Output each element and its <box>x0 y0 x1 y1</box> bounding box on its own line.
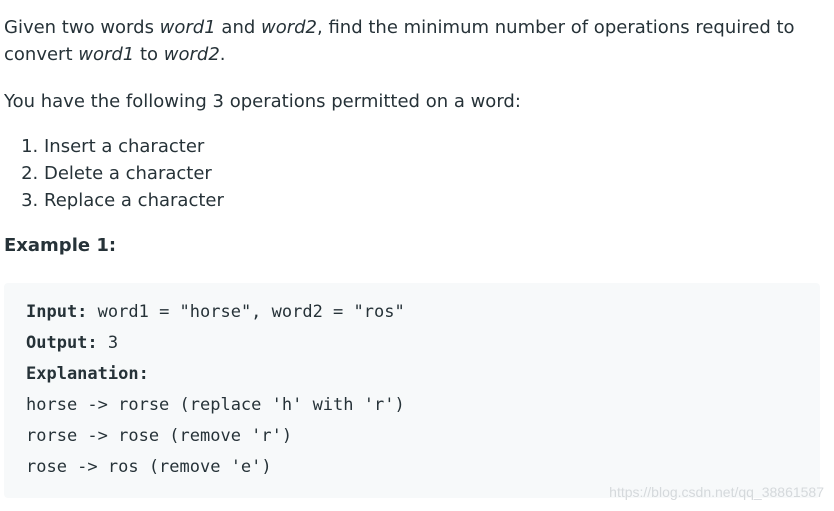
term-word1: word1 <box>78 44 135 65</box>
example-title: Example 1: <box>4 235 117 256</box>
example-code-block: Input: word1 = "horse", word2 = "ros"Out… <box>4 283 820 498</box>
code-line-output: Output: 3 <box>26 328 405 359</box>
list-item: Replace a character <box>44 187 824 214</box>
problem-description: Given two words word1 and word2, find th… <box>4 14 824 259</box>
code-line-step: horse -> rorse (replace 'h' with 'r') <box>26 395 405 415</box>
input-value: word1 = "horse", word2 = "ros" <box>87 302 405 322</box>
code-line-step: rose -> ros (remove 'e') <box>26 457 272 477</box>
operations-intro: You have the following 3 operations perm… <box>4 91 521 112</box>
list-item: Insert a character <box>44 133 824 160</box>
input-label: Input: <box>26 302 88 322</box>
term-word2: word2 <box>261 17 318 38</box>
list-item: Delete a character <box>44 160 824 187</box>
explanation-label: Explanation: <box>26 364 149 384</box>
watermark: https://blog.csdn.net/qq_38861587 <box>609 484 824 500</box>
code-line-step: rorse -> rose (remove 'r') <box>26 426 293 446</box>
term-word2: word2 <box>163 44 220 65</box>
code-content: Input: word1 = "horse", word2 = "ros"Out… <box>26 297 405 483</box>
operations-list: Insert a character Delete a character Re… <box>4 133 824 214</box>
output-label: Output: <box>26 333 98 353</box>
code-line-input: Input: word1 = "horse", word2 = "ros" <box>26 297 405 328</box>
output-value: 3 <box>97 333 119 353</box>
term-word1: word1 <box>159 17 216 38</box>
problem-statement: Given two words word1 and word2, find th… <box>4 17 795 65</box>
code-line-explanation: Explanation: <box>26 359 405 390</box>
